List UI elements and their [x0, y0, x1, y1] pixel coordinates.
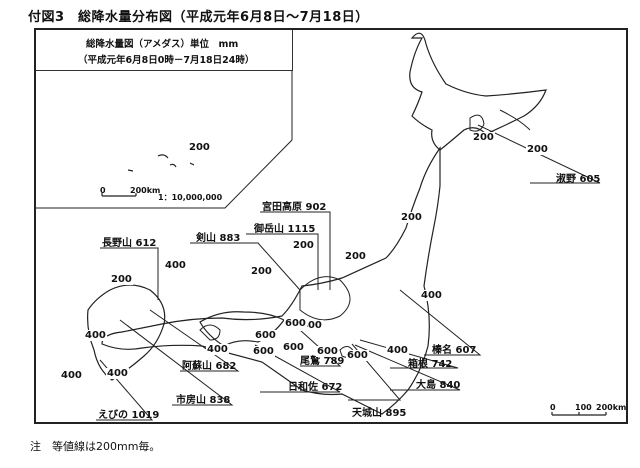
contour-label: 600	[254, 330, 277, 341]
contour-label: 400	[60, 370, 83, 381]
station-label: えびの 1019	[98, 410, 160, 421]
station-label: 箱根 742	[408, 359, 453, 370]
contour-label: 200	[250, 266, 273, 277]
contour-label: 600	[346, 350, 369, 361]
map-frame	[34, 28, 628, 424]
contour-label: 400	[420, 290, 443, 301]
contour-label: 200	[292, 240, 315, 251]
contour-label: 600	[282, 342, 305, 353]
contour-label: 200	[188, 142, 211, 153]
legend-period: （平成元年6月8日0時－7月18日24時）	[78, 55, 255, 66]
contour-label: 400	[106, 368, 129, 379]
scale-mid: 100	[575, 403, 592, 412]
contour-label: 200	[400, 212, 423, 223]
station-label: 榛名 607	[432, 345, 477, 356]
contour-label: 400	[300, 320, 323, 331]
footnote: 注 等値線は200mm毎。	[30, 440, 161, 453]
contour-label: 200	[110, 274, 133, 285]
inset-scale-ratio: 1：10,000,000	[158, 193, 223, 202]
station-label: 天城山 895	[352, 408, 407, 419]
contour-label: 200	[344, 251, 367, 262]
contour-label: 600	[252, 346, 275, 357]
contour-label: 400	[164, 260, 187, 271]
contour-label: 400	[386, 345, 409, 356]
legend-title: 総降水量図（アメダス）単位 mm	[86, 39, 239, 50]
station-label: 市房山 838	[176, 395, 231, 406]
station-label: 阿蘇山 682	[182, 361, 237, 372]
station-label: 大島 840	[416, 380, 461, 391]
contour-label: 600	[316, 346, 339, 357]
contour-label: 400	[206, 344, 229, 355]
station-label: 淑野 605	[556, 174, 601, 185]
contour-label: 400	[84, 330, 107, 341]
inset-islands	[127, 154, 195, 172]
station-label: 長野山 612	[102, 238, 157, 249]
contour-label: 600	[284, 318, 307, 329]
station-label: 日和佐 672	[288, 382, 343, 393]
station-label: 尾鷲 789	[300, 356, 345, 367]
scale-max: 200km	[596, 403, 627, 412]
scale-zero: 0	[550, 403, 556, 412]
inset-scale-zero: 0	[100, 186, 106, 195]
figure-title: 付図3 総降水量分布図（平成元年6月8日～7月18日）	[28, 10, 369, 25]
contour-label: 200	[472, 132, 495, 143]
legend-box: 総降水量図（アメダス）単位 mm （平成元年6月8日0時－7月18日24時）	[36, 30, 293, 71]
inset-scale-max: 200km	[130, 186, 161, 195]
station-label: 宮田高原 902	[262, 202, 327, 213]
contour-label: 200	[526, 144, 549, 155]
station-label: 御岳山 1115	[254, 224, 316, 235]
station-label: 剣山 883	[196, 233, 241, 244]
